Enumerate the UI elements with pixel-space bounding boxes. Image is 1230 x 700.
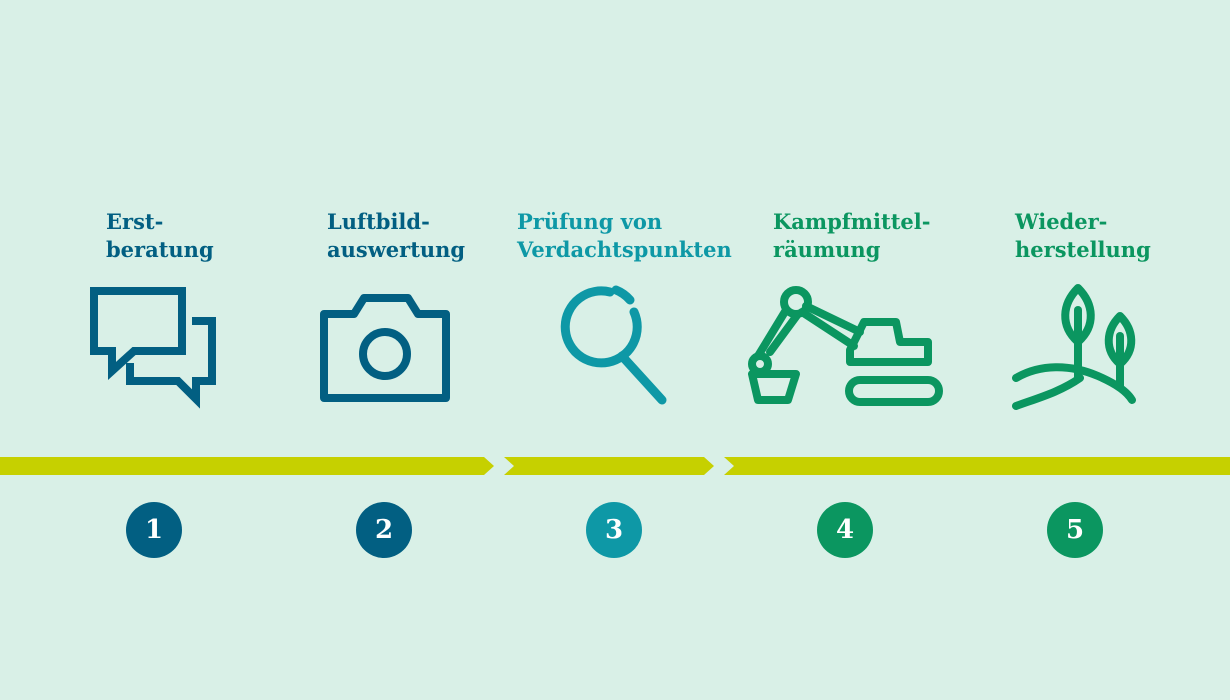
step-1-title-line2: beratung	[106, 237, 214, 262]
step-2-number-badge: 2	[356, 502, 412, 558]
step-2-title: Luftbild- auswertung	[327, 208, 465, 264]
step-3-title: Prüfung von Verdachtspunkten	[517, 208, 732, 264]
speech-bubbles-icon	[88, 283, 220, 409]
step-4-title: Kampfmittel- räumung	[773, 208, 930, 264]
step-1-title: Erst- beratung	[106, 208, 214, 264]
excavator-icon	[740, 284, 952, 414]
step-4-title-line1: Kampfmittel-	[773, 209, 931, 234]
process-arrow-bar	[0, 454, 1230, 482]
magnifier-icon	[550, 284, 680, 414]
arrow-segment-1	[0, 457, 494, 475]
plants-icon	[1008, 282, 1144, 414]
step-1-title-line1: Erst-	[106, 209, 164, 234]
step-3-number-badge: 3	[586, 502, 642, 558]
step-5-number-badge: 5	[1047, 502, 1103, 558]
step-4-number-badge: 4	[817, 502, 873, 558]
step-2-title-line1: Luftbild-	[327, 209, 430, 234]
step-3-title-line2: Verdachtspunkten	[517, 237, 732, 262]
step-1-number-badge: 1	[126, 502, 182, 558]
step-2-title-line2: auswertung	[327, 237, 466, 262]
camera-icon	[318, 290, 452, 406]
arrow-segment-3	[724, 457, 1230, 475]
arrow-segment-2	[504, 457, 714, 475]
step-5-title-line2: herstellung	[1015, 237, 1151, 262]
step-5-title: Wieder- herstellung	[1015, 208, 1151, 264]
step-3-title-line1: Prüfung von	[517, 209, 663, 234]
step-4-title-line2: räumung	[773, 237, 881, 262]
step-5-title-line1: Wieder-	[1015, 209, 1108, 234]
